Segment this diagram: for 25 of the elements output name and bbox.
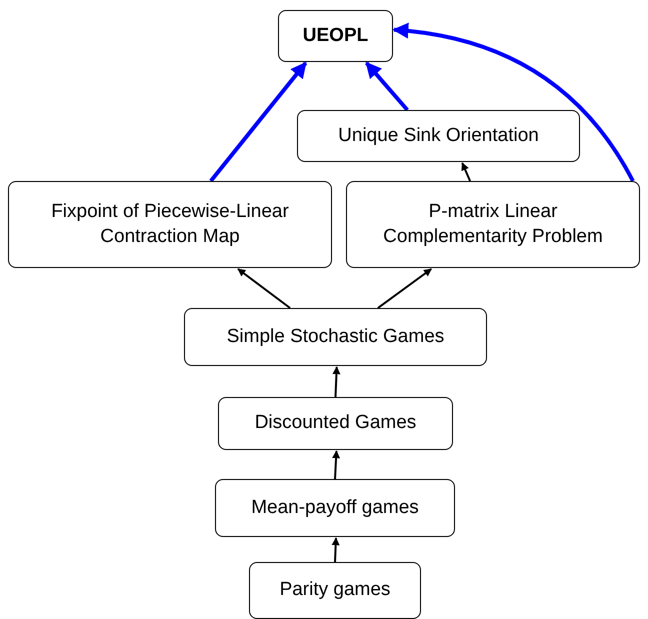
node-label: Simple Stochastic Games	[226, 324, 444, 349]
process-box	[215, 479, 455, 537]
node-label: Parity games	[280, 578, 390, 602]
node-label: Mean-payoff games	[251, 496, 419, 520]
node-label: P-matrix Linear Complementarity Problem	[382, 200, 604, 248]
process-box	[297, 110, 580, 162]
process-box	[346, 181, 640, 268]
node-label: Discounted Games	[254, 411, 416, 436]
process-box	[8, 181, 332, 268]
arrow	[332, 450, 340, 480]
process-box	[249, 562, 421, 619]
arrow	[365, 62, 409, 112]
arrow	[332, 537, 340, 562]
process-box	[278, 10, 393, 62]
process-box	[218, 397, 453, 450]
arrow	[237, 268, 291, 309]
arrow	[392, 23, 635, 182]
node-label: Unique Sink Orientation	[338, 124, 539, 148]
node-label: UEOPL	[302, 24, 368, 48]
node-label: Fixpoint of Piecewise-Linear Contraction Map	[50, 200, 290, 248]
arrow	[332, 366, 340, 398]
arrow	[209, 62, 308, 182]
arrow	[461, 162, 471, 182]
process-box	[184, 308, 487, 366]
arrow	[377, 268, 432, 309]
